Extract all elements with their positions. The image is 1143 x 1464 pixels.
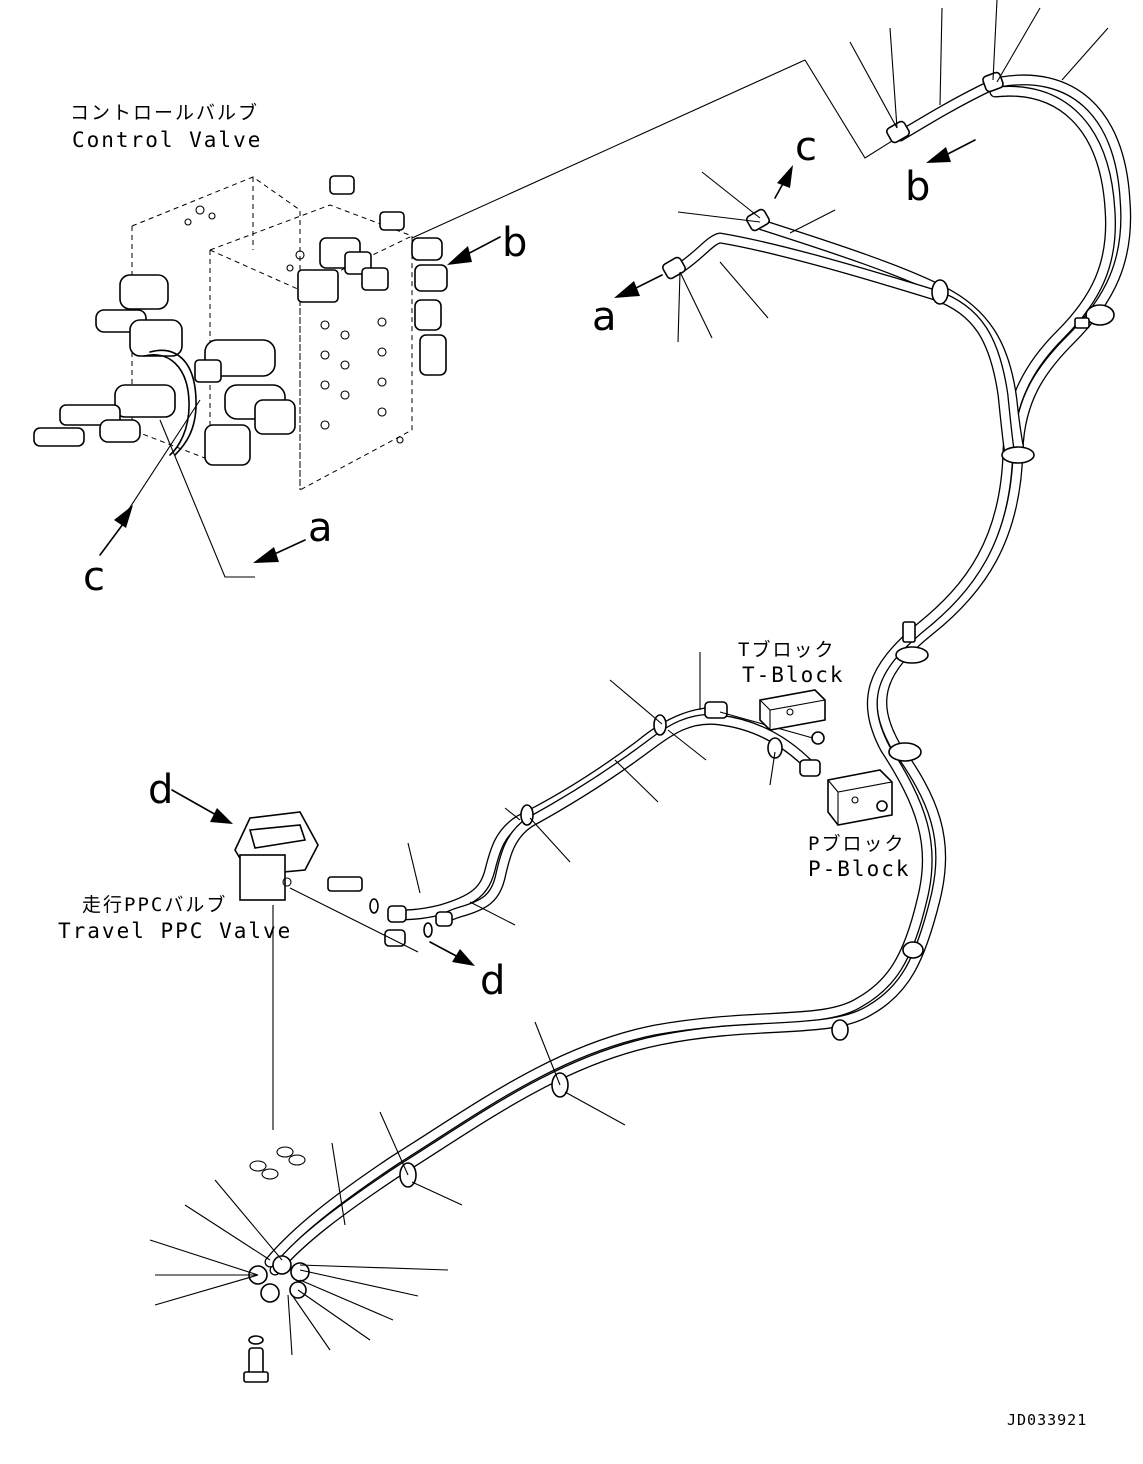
ref-a-hose: a — [592, 274, 663, 340]
control-valve-label-jp: コントロールバルブ — [70, 101, 259, 124]
hose-bundle — [264, 0, 1132, 1276]
svg-text:c: c — [83, 554, 105, 600]
ref-d-ppc: d — [148, 767, 233, 824]
control-valve — [33, 59, 901, 578]
p-block-label-en: P-Block — [808, 857, 911, 881]
travel-hoses — [387, 652, 821, 927]
p-block-label-jp: Pブロック — [808, 832, 905, 855]
ref-d-hose: d — [429, 941, 505, 1004]
drawing-code: JD033921 — [1007, 1411, 1087, 1429]
svg-text:b: b — [905, 164, 930, 210]
ref-a-control-valve: a — [253, 505, 333, 563]
svg-text:d: d — [148, 767, 173, 813]
travel-ppc-valve — [234, 811, 433, 1180]
t-block-label-jp: Tブロック — [738, 638, 835, 661]
p-block — [827, 769, 893, 826]
travel-ppc-label-jp: 走行PPCバルブ — [82, 893, 227, 916]
ref-c-hose: c — [774, 124, 817, 199]
t-block — [759, 689, 826, 745]
svg-text:c: c — [795, 124, 817, 170]
travel-ppc-label-en: Travel PPC Valve — [58, 919, 292, 943]
svg-text:a: a — [308, 505, 333, 551]
ref-b-hose: b — [905, 139, 976, 210]
svg-text:d: d — [480, 958, 505, 1004]
ref-c-control-valve: c — [83, 505, 133, 600]
ref-b-control-valve: b — [447, 220, 527, 266]
svg-text:b: b — [502, 220, 527, 266]
t-block-label-en: T-Block — [742, 663, 845, 687]
lower-fittings — [149, 1021, 626, 1383]
control-valve-label-en: Control Valve — [72, 128, 262, 152]
svg-text:a: a — [592, 294, 617, 340]
